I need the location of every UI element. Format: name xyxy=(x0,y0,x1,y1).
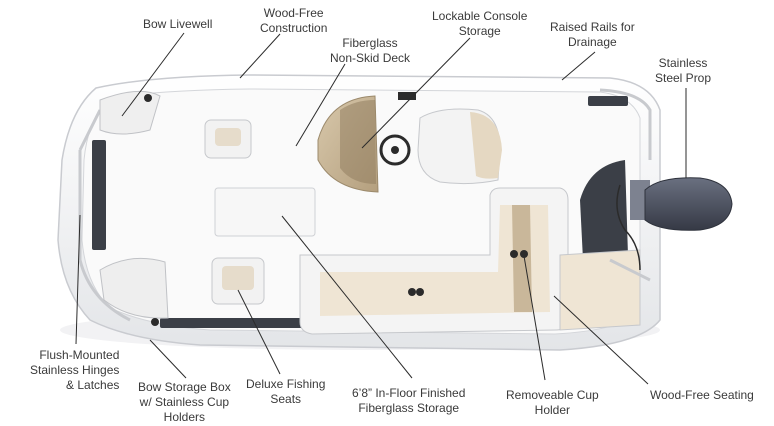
label-line: Non-Skid Deck xyxy=(330,51,411,65)
label-line: Removeable Cup xyxy=(506,388,599,402)
bow-livewell xyxy=(99,90,161,135)
in-floor-storage xyxy=(214,187,316,237)
console-top xyxy=(340,100,376,184)
leader-bow-livewell xyxy=(121,32,185,117)
fishing-seat-bottom-cushion xyxy=(222,266,254,290)
label-line: Holder xyxy=(534,403,571,417)
label-line: Bow Storage Box xyxy=(138,380,231,394)
label-line: w/ Stainless Cup xyxy=(139,395,230,409)
bow-carpet xyxy=(92,140,106,250)
label-raised-rails: Raised Rails for Drainage xyxy=(550,20,635,50)
label-line: & Latches xyxy=(66,378,120,392)
lounge-accent xyxy=(512,205,532,312)
stern-cushion xyxy=(559,249,641,331)
label-stainless-prop: Stainless Steel Prop xyxy=(655,56,711,86)
leader-wood-free-construction xyxy=(239,33,281,79)
steering-hub xyxy=(391,146,399,154)
label-line: Wood-Free xyxy=(263,6,324,20)
label-flush-hinges: Flush-Mounted Stainless Hinges & Latches xyxy=(30,348,119,393)
label-wood-free-seating: Wood-Free Seating xyxy=(650,388,754,403)
leader-fishing-seats xyxy=(237,289,281,375)
leader-flush-hinges xyxy=(75,214,81,345)
bow-storage-box xyxy=(99,257,169,319)
label-line: Stainless Hinges xyxy=(30,363,120,377)
cup-holder-dot xyxy=(144,94,152,102)
steering-wheel xyxy=(379,134,411,166)
label-line: Drainage xyxy=(568,35,617,49)
captain-chair-back xyxy=(470,112,502,179)
label-line: Lockable Console xyxy=(432,9,528,23)
lounge-cup-holder xyxy=(416,288,424,296)
stern-carpet xyxy=(588,96,628,106)
label-fiberglass-deck: Fiberglass Non-Skid Deck xyxy=(330,36,410,66)
leader-fiberglass-deck xyxy=(295,63,346,147)
gauge xyxy=(398,92,416,100)
label-line: Seats xyxy=(270,392,302,406)
removeable-cup-holder xyxy=(520,250,528,258)
bow-rail xyxy=(78,109,131,322)
cup-holder-dot xyxy=(151,318,159,326)
label-line: 6’8” In-Floor Finished xyxy=(352,386,466,400)
label-line: Stainless xyxy=(658,56,708,70)
label-line: Flush-Mounted xyxy=(39,348,120,362)
leader-bow-storage xyxy=(149,339,187,379)
label-fishing-seats: Deluxe Fishing Seats xyxy=(246,377,325,407)
motor-wire xyxy=(616,184,641,271)
lounge-cushion xyxy=(320,205,550,316)
label-line: Storage xyxy=(458,24,501,38)
label-bow-storage-box: Bow Storage Box w/ Stainless Cup Holders xyxy=(138,380,231,425)
leader-raised-rails xyxy=(561,51,596,81)
label-wood-free-construction: Wood-Free Construction xyxy=(260,6,327,36)
motor xyxy=(644,177,733,231)
removeable-cup-holder xyxy=(510,250,518,258)
label-line: Construction xyxy=(260,21,328,35)
stern-rail xyxy=(599,88,652,282)
label-line: Steel Prop xyxy=(655,71,712,85)
label-cup-holder: Removeable Cup Holder xyxy=(506,388,599,418)
label-line: Wood-Free Seating xyxy=(650,388,754,402)
label-line: Holders xyxy=(163,410,206,424)
leader-cup-holder xyxy=(523,255,546,381)
label-line: Bow Livewell xyxy=(143,17,213,31)
leader-lines xyxy=(75,32,687,385)
fishing-seat-top-cushion xyxy=(215,128,241,146)
leader-in-floor-storage xyxy=(281,215,413,379)
label-bow-livewell: Bow Livewell xyxy=(143,17,212,32)
side-carpet xyxy=(160,318,310,328)
label-lockable-console: Lockable Console Storage xyxy=(432,9,527,39)
lounge-cup-holder xyxy=(408,288,416,296)
label-in-floor-storage: 6’8” In-Floor Finished Fiberglass Storag… xyxy=(352,386,465,416)
leader-lockable-console xyxy=(361,37,471,149)
label-line: Fiberglass Storage xyxy=(358,401,460,415)
label-line: Fiberglass xyxy=(342,36,398,50)
leader-wood-free-seating xyxy=(553,295,649,385)
label-line: Raised Rails for xyxy=(550,20,635,34)
label-line: Deluxe Fishing xyxy=(246,377,326,391)
